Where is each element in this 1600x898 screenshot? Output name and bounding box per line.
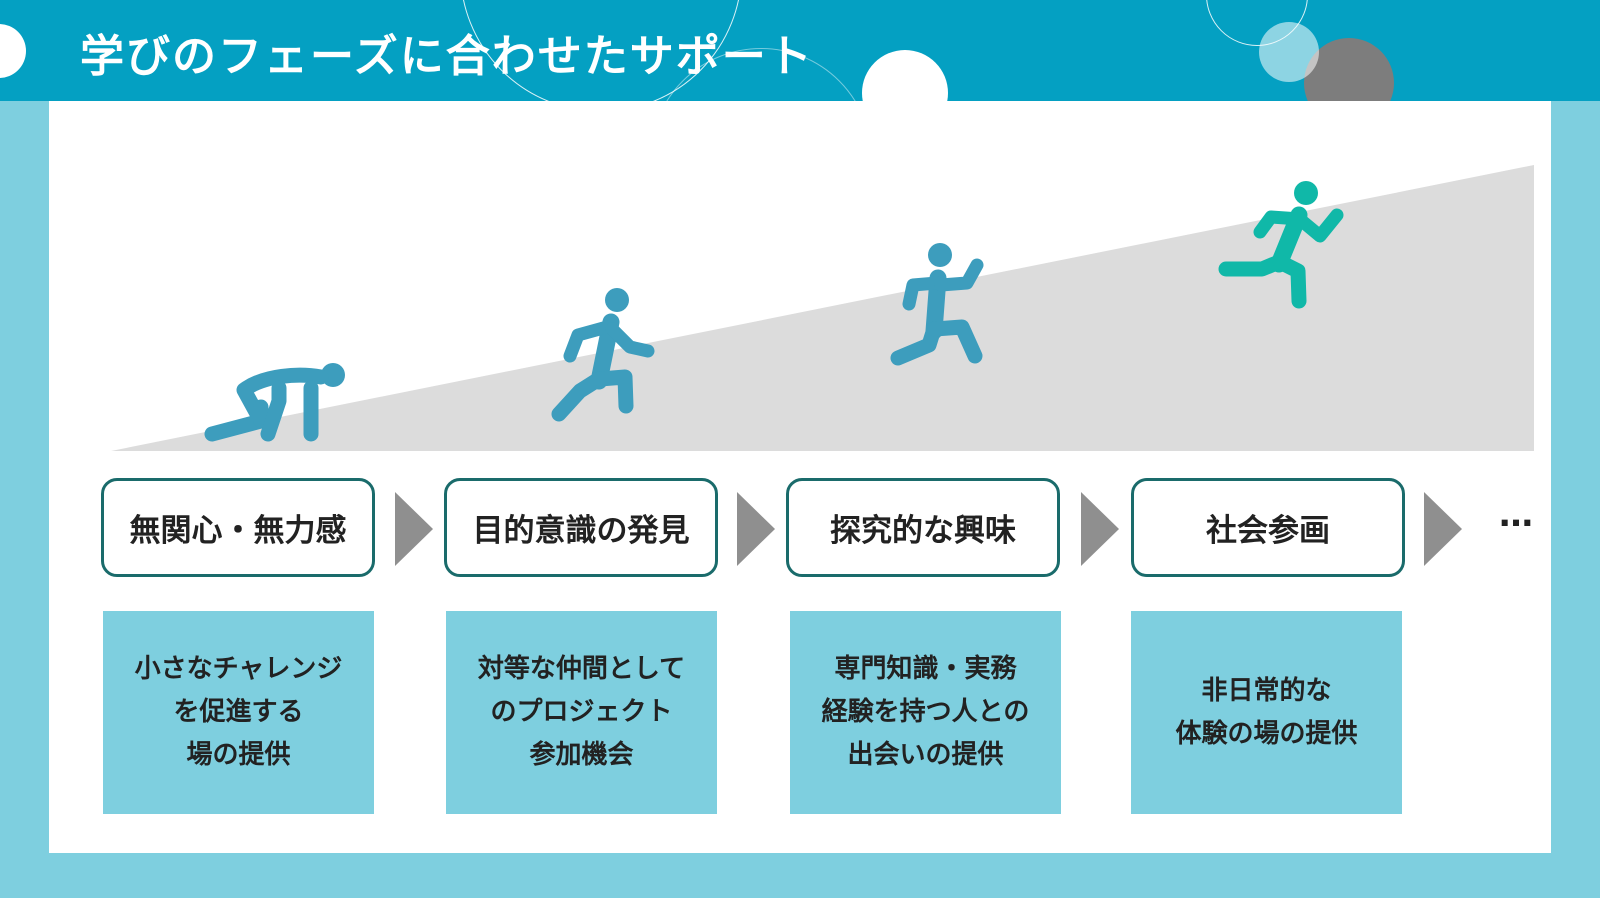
running-person-icon	[890, 243, 984, 366]
next-arrow-icon	[737, 492, 775, 566]
sprinting-person-icon	[1218, 181, 1344, 309]
next-arrow-icon	[1424, 492, 1462, 566]
phase-box-2: 目的意識の発見	[444, 478, 718, 577]
support-box-1: 小さなチャレンジ を促進する 場の提供	[103, 611, 374, 814]
content-panel: 無関心・無力感 目的意識の発見 探究的な興味 社会参画 … 小さなチャレンジ を…	[49, 101, 1551, 853]
growth-slope	[111, 165, 1534, 451]
continuation-ellipsis: …	[1499, 495, 1534, 535]
walking-person-icon	[551, 288, 655, 422]
next-arrow-icon	[1081, 492, 1119, 566]
phase-box-1: 無関心・無力感	[101, 478, 375, 577]
decorative-circle	[1304, 38, 1394, 101]
crouching-start-icon	[204, 363, 345, 442]
phase-box-4: 社会参画	[1131, 478, 1405, 577]
support-box-3: 専門知識・実務 経験を持つ人との 出会いの提供	[790, 611, 1061, 814]
phase-box-3: 探究的な興味	[786, 478, 1060, 577]
support-box-4: 非日常的な 体験の場の提供	[1131, 611, 1402, 814]
next-arrow-icon	[395, 492, 433, 566]
decorative-circle	[0, 24, 26, 78]
decorative-circle	[1259, 22, 1319, 82]
page-title: 学びのフェーズに合わせたサポート	[80, 31, 814, 82]
support-box-2: 対等な仲間として のプロジェクト 参加機会	[446, 611, 717, 814]
decorative-circle	[862, 50, 948, 101]
header-bar: 学びのフェーズに合わせたサポート	[0, 0, 1600, 101]
slope-illustration	[111, 165, 1534, 451]
